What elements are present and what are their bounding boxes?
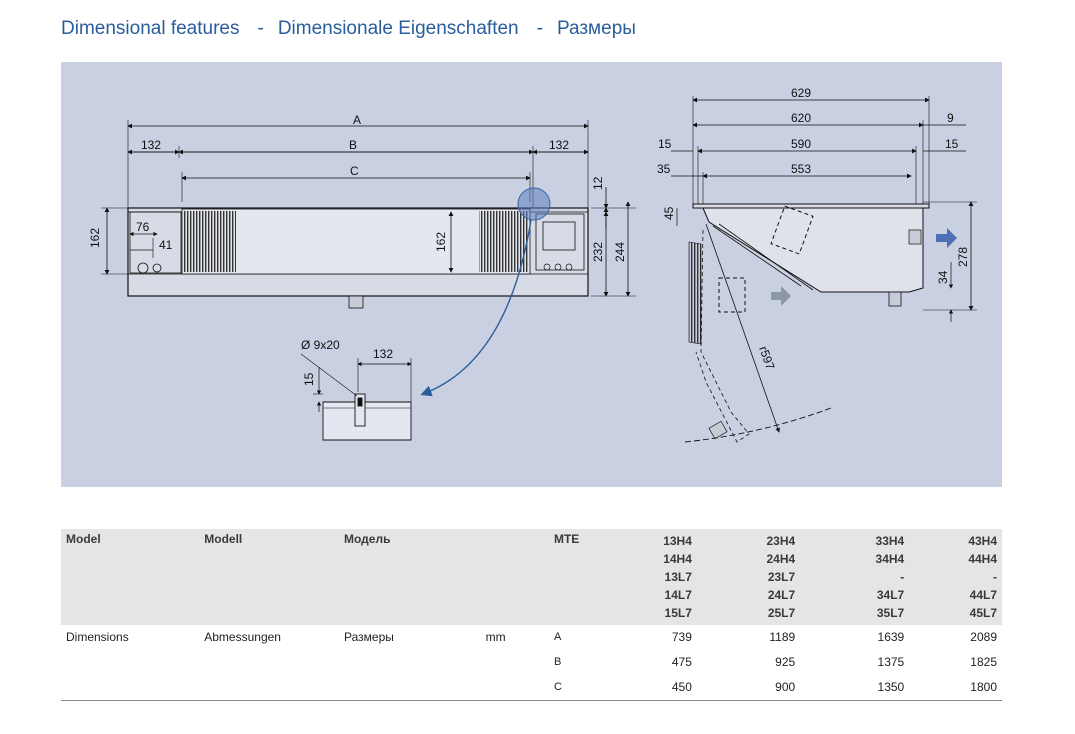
technical-drawing: A B C 132 132 12 232 244 162 162 76 41 Ø… [61, 62, 1002, 487]
model-code: - [993, 570, 997, 584]
detail-view [300, 353, 412, 441]
header-series: MTE [548, 529, 596, 625]
model-code: 13H4 [663, 534, 692, 548]
dim-244: 244 [613, 242, 627, 262]
dim-15a: 15 [658, 137, 672, 151]
dim-B: B [349, 138, 357, 152]
table-header-row: Model Modell Модель MTE 13H4 14H4 13L7 1… [61, 529, 1002, 625]
dim-9: 9 [947, 111, 954, 125]
cell-value: 1639 [877, 630, 905, 644]
title-de: Dimensionale Eigenschaften [277, 18, 519, 39]
row-unit: mm [485, 630, 506, 644]
dim-162-mid: 162 [434, 232, 448, 252]
row-dim-label: C [548, 675, 596, 701]
header-model-de: Modell [199, 529, 340, 625]
dim-590: 590 [791, 137, 811, 151]
dim-45: 45 [662, 206, 676, 220]
model-code: 44H4 [968, 552, 997, 566]
dim-629: 629 [791, 86, 811, 100]
header-blank [480, 529, 549, 625]
dim-620: 620 [791, 111, 811, 125]
cell-value: 1375 [877, 655, 905, 669]
title-ru: Размеры [556, 18, 636, 39]
title-en: Dimensional features [61, 18, 240, 39]
dim-15b: 15 [945, 137, 959, 151]
dim-34: 34 [936, 270, 950, 284]
dim-hole: Ø 9x20 [301, 338, 340, 352]
model-code: 24H4 [766, 552, 796, 566]
model-code: 23H4 [766, 534, 796, 548]
drawing-canvas: A B C 132 132 12 232 244 162 162 76 41 Ø… [88, 86, 977, 443]
model-column-2: 23H4 24H4 23L7 24L7 25L7 [696, 529, 801, 625]
front-view [101, 120, 636, 309]
model-code: 14H4 [663, 552, 692, 566]
cell-value: 475 [671, 655, 692, 669]
model-code: 23L7 [767, 570, 796, 584]
row-dim-label: B [553, 656, 562, 668]
dim-232: 232 [591, 242, 605, 262]
model-code: 34H4 [875, 552, 905, 566]
dim-553: 553 [791, 162, 811, 176]
cell-value: 739 [671, 630, 692, 644]
dim-35: 35 [657, 162, 671, 176]
dim-76: 76 [136, 220, 150, 234]
dim-162-left: 162 [88, 228, 102, 248]
model-code: 45L7 [969, 606, 997, 620]
dim-r597: r597 [756, 344, 777, 372]
page-title: Dimensional features-Dimensionale Eigens… [61, 18, 636, 40]
dim-278: 278 [956, 247, 970, 267]
cell-value: 450 [595, 675, 697, 701]
model-code: 13L7 [664, 570, 692, 584]
model-code: 35L7 [876, 606, 905, 620]
dim-detail-132: 132 [373, 347, 393, 361]
row-label-en: Dimensions [66, 630, 129, 644]
side-view [671, 96, 977, 443]
table-row: B 475 925 1375 1825 [61, 650, 1002, 675]
cell-value: 1800 [909, 675, 1002, 701]
title-separator: - [536, 18, 543, 39]
cell-value: 1825 [970, 655, 997, 669]
row-label-de: Abmessungen [204, 630, 281, 644]
model-code: 33H4 [875, 534, 905, 548]
dimensions-table: Model Modell Модель MTE 13H4 14H4 13L7 1… [61, 529, 1002, 701]
dim-side-left: 132 [141, 138, 161, 152]
model-code: 24L7 [767, 588, 796, 602]
cell-value: 925 [775, 655, 796, 669]
model-code: 43H4 [968, 534, 997, 548]
row-dim-label: A [553, 631, 562, 643]
model-column-4: 43H4 44H4 - 44L7 45L7 [909, 529, 1002, 625]
cell-value: 1350 [800, 675, 910, 701]
header-model-en: Model [61, 529, 200, 625]
dim-A: A [353, 113, 361, 127]
cell-value: 1189 [769, 630, 796, 644]
detail-callout-arrow [420, 219, 532, 397]
row-label-ru: Размеры [344, 630, 394, 644]
model-code: 25L7 [767, 606, 796, 620]
model-code: 14L7 [664, 588, 692, 602]
air-out-arrow-icon [936, 228, 957, 248]
title-separator: - [257, 18, 264, 39]
dim-41: 41 [159, 238, 173, 252]
dim-C: C [350, 164, 359, 178]
cell-value: 900 [696, 675, 801, 701]
air-in-arrow-icon [771, 286, 791, 306]
model-code: 44L7 [969, 588, 997, 602]
model-code: 34L7 [876, 588, 905, 602]
model-code: - [900, 570, 905, 584]
model-code: 15L7 [664, 606, 692, 620]
table-row: C 450 900 1350 1800 [61, 675, 1002, 701]
model-column-3: 33H4 34H4 - 34L7 35L7 [800, 529, 910, 625]
cell-value: 2089 [970, 630, 997, 644]
header-model-ru: Модель [339, 529, 481, 625]
table-row: Dimensions Abmessungen Размеры mm A 739 … [61, 625, 1002, 650]
model-column-1: 13H4 14H4 13L7 14L7 15L7 [595, 529, 697, 625]
dim-detail-15: 15 [302, 372, 316, 386]
dim-12: 12 [591, 176, 605, 190]
dim-side-right: 132 [549, 138, 569, 152]
